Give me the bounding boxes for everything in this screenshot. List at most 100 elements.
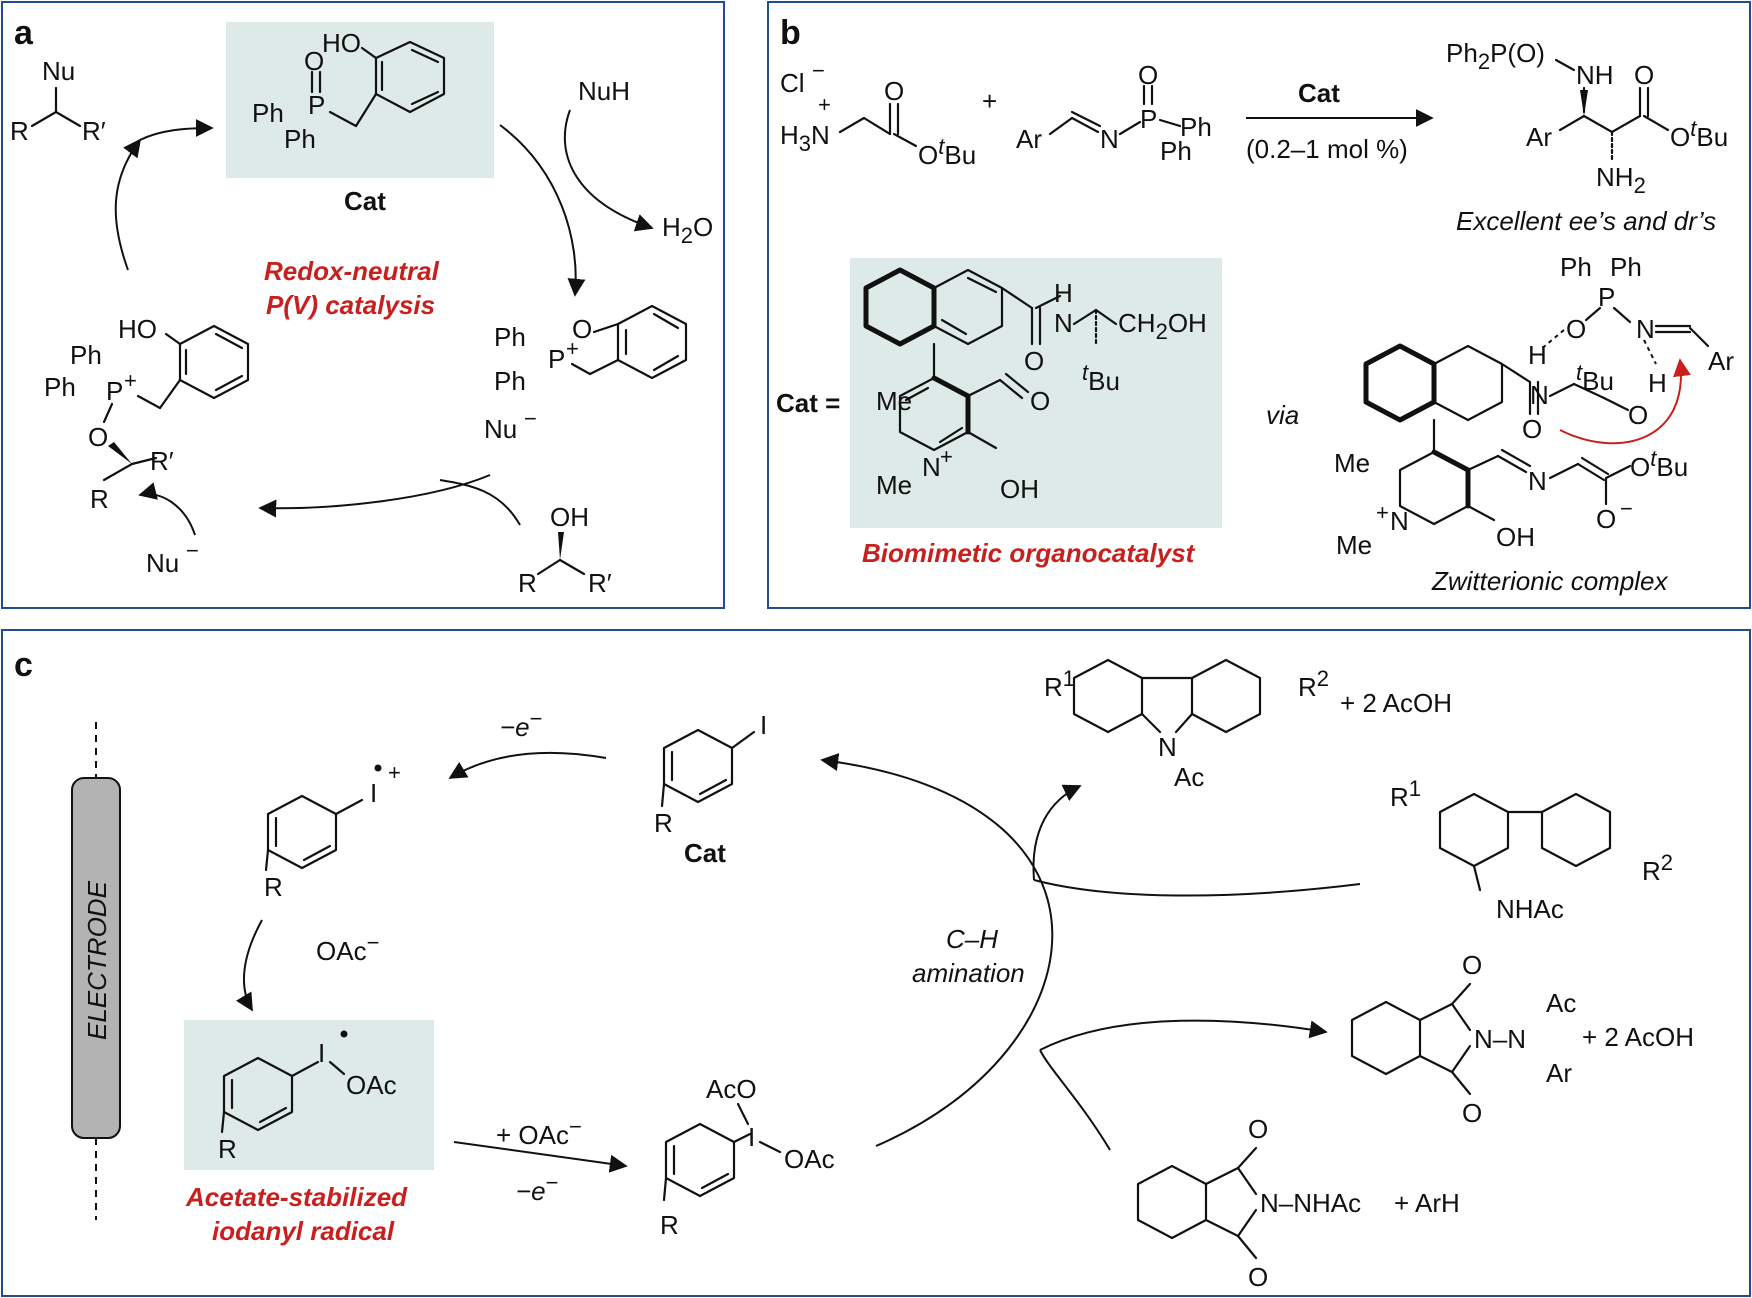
svg-text:R2: R2: [1642, 850, 1673, 886]
biomimetic-label: Biomimetic organocatalyst: [862, 538, 1196, 568]
product-r-nu-r: Nu R R′: [10, 56, 106, 146]
iodanyl-title-1: Acetate-stabilized: [185, 1182, 408, 1212]
zwitterionic-label: Zwitterionic complex: [1431, 566, 1669, 596]
svg-text:O: O: [1628, 400, 1648, 430]
svg-text:OAc−: OAc−: [316, 930, 379, 966]
svg-text:tBu: tBu: [1576, 360, 1614, 396]
nu-label: Nu: [42, 56, 75, 86]
svg-text:I: I: [748, 1122, 755, 1152]
cat-highlight-b: [850, 258, 1222, 528]
svg-text:+ 2 AcOH: + 2 AcOH: [1582, 1022, 1694, 1052]
svg-text:+: +: [388, 760, 401, 785]
svg-text:−e−: −e−: [500, 706, 543, 742]
glycine-ester-salt: Cl − + H3N O OtBu +: [780, 58, 997, 170]
svg-text:OtBu: OtBu: [1670, 116, 1728, 152]
biaryl-acetanilide: R1 NHAc R2: [1390, 776, 1673, 924]
r-label: R: [10, 116, 29, 146]
arrow-product-release: [114, 138, 142, 271]
diacetoxy-iodane: AcO I OAc R: [660, 1074, 835, 1240]
panel-a-frame: [1, 1, 725, 609]
ch-amination-2: amination: [912, 958, 1025, 988]
svg-text:R: R: [90, 484, 109, 514]
svg-text:OH: OH: [550, 502, 589, 532]
svg-text:N: N: [1530, 380, 1549, 410]
panel-a-letter: a: [14, 14, 34, 52]
svg-text:N: N: [922, 452, 941, 482]
svg-text:+: +: [982, 86, 997, 116]
svg-text:R: R: [518, 568, 537, 598]
svg-text:−: −: [812, 58, 825, 83]
svg-text:Ph: Ph: [252, 98, 284, 128]
svg-text:O: O: [884, 76, 904, 106]
svg-text:−: −: [524, 406, 537, 431]
arrow-ch-amination: [820, 753, 1054, 1147]
svg-text:+: +: [566, 336, 579, 361]
iodanyl-title-2: iodanyl radical: [212, 1216, 395, 1246]
svg-text:Me: Me: [1334, 448, 1370, 478]
panel-c-letter: c: [14, 646, 33, 684]
ch-amination-1: C–H: [946, 924, 998, 954]
svg-text:Cl: Cl: [780, 68, 805, 98]
svg-text:Ph: Ph: [1180, 112, 1212, 142]
svg-text:R2: R2: [1298, 666, 1329, 702]
svg-text:Ph: Ph: [70, 340, 102, 370]
pyridinium-catalyst: O H N CH2OH tBu O OH Me N + Me: [863, 267, 1207, 504]
svg-text:H: H: [1648, 368, 1667, 398]
svg-text:O: O: [1138, 60, 1158, 90]
svg-text:OtBu: OtBu: [1630, 446, 1688, 482]
svg-text:NHAc: NHAc: [1496, 894, 1564, 924]
svg-text:P: P: [1140, 104, 1157, 134]
svg-text:H: H: [1528, 340, 1547, 370]
svg-text:O: O: [1462, 1098, 1482, 1128]
n-phosphinoyl-imine: Ar N P O Ph Ph: [1016, 60, 1212, 166]
svg-text:N: N: [1390, 506, 1409, 536]
cat-label-a: Cat: [344, 186, 386, 216]
svg-text:OtBu: OtBu: [918, 134, 976, 170]
svg-text:N: N: [1528, 466, 1547, 496]
panel-c-frame: [1, 629, 1751, 1297]
via-label: via: [1266, 400, 1299, 430]
cat-highlight-a: [226, 22, 494, 178]
svg-text:N–N: N–N: [1474, 1024, 1526, 1054]
svg-text:H2O: H2O: [662, 212, 713, 248]
svg-text:Ac: Ac: [1174, 762, 1204, 792]
svg-text:CH2OH: CH2OH: [1118, 308, 1207, 344]
arrow-cat-to-phosphorane: [499, 124, 586, 297]
svg-text:R′: R′: [150, 446, 174, 476]
svg-text:O: O: [1634, 60, 1654, 90]
svg-text:N: N: [1054, 308, 1073, 338]
zwitterionic-complex: Ph Ph P O N Ar O H N tBu O H: [1334, 252, 1734, 560]
arrow-oxidation-2: [453, 1141, 628, 1173]
arrow-from-biaryl: [1033, 879, 1361, 897]
svg-text:I: I: [370, 778, 377, 808]
arrow-to-carbazole: [1032, 784, 1082, 881]
svg-text:Ac: Ac: [1546, 988, 1576, 1018]
svg-text:N: N: [1158, 732, 1177, 762]
diamino-ester-product: Ph2P(O) NH Ar NH2 O OtBu: [1446, 38, 1728, 198]
svg-text:R: R: [654, 808, 673, 838]
svg-text:O: O: [304, 46, 324, 76]
svg-text:OAc: OAc: [784, 1144, 835, 1174]
water-label: H2O: [662, 212, 713, 248]
svg-text:AcO: AcO: [706, 1074, 757, 1104]
svg-text:R′: R′: [588, 568, 612, 598]
phosphine-oxide-catalyst: HO P O Ph Ph: [252, 28, 446, 154]
svg-text:H: H: [1054, 278, 1073, 308]
svg-text:Ar: Ar: [1526, 122, 1552, 152]
svg-text:N: N: [1636, 314, 1655, 344]
arrow-acetate-addition: [235, 919, 263, 1012]
cat-equals-b: Cat =: [776, 388, 840, 418]
svg-text:OAc: OAc: [346, 1070, 397, 1100]
acetate-iodanyl-radical: I OAc R: [218, 1030, 397, 1164]
svg-text:Ar: Ar: [1016, 124, 1042, 154]
cat-label-c: Cat: [684, 838, 726, 868]
arrow-to-hydrazide: [1039, 1019, 1328, 1051]
redox-neutral-title-2: P(V) catalysis: [266, 290, 435, 320]
svg-text:R: R: [660, 1210, 679, 1240]
svg-text:O: O: [1596, 504, 1616, 534]
svg-text:I: I: [760, 710, 767, 740]
iodanyl-highlight: [184, 1020, 434, 1170]
chiral-alcohol: OH R R′: [518, 502, 612, 598]
svg-text:Ph: Ph: [1610, 252, 1642, 282]
conditions-b: (0.2–1 mol %): [1246, 134, 1408, 164]
